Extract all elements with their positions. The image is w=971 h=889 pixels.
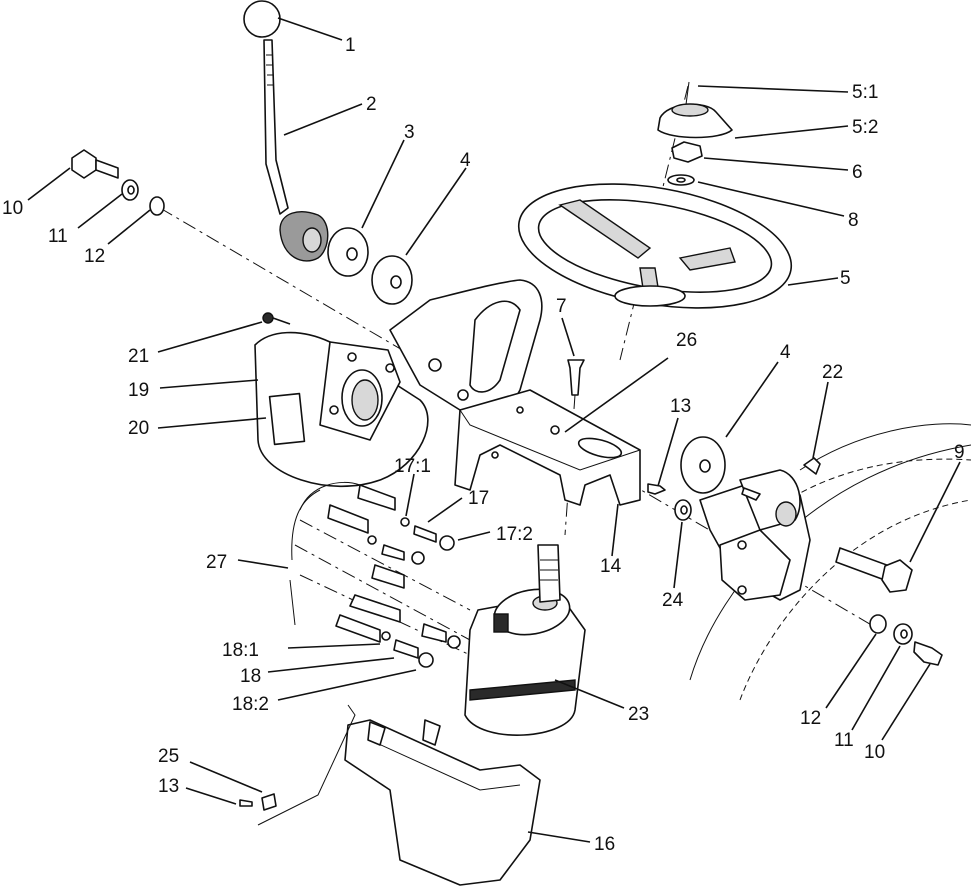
callout-13-right: 13	[670, 396, 691, 417]
fasteners-right	[869, 614, 943, 666]
callout-11-right: 11	[834, 730, 854, 751]
callout-24: 24	[662, 590, 684, 611]
callout-27: 27	[206, 552, 227, 573]
callout-16: 16	[594, 834, 615, 855]
callout-23: 23	[628, 704, 649, 725]
callout-5: 5	[840, 268, 851, 289]
callout-18-1: 18:1	[222, 640, 259, 661]
right-bracket-hardware	[674, 436, 913, 601]
callout-10-left: 10	[2, 198, 23, 219]
callout-18: 18	[240, 666, 261, 687]
callout-6: 6	[852, 162, 863, 183]
callout-18-2: 18:2	[232, 694, 269, 715]
callout-7: 7	[556, 296, 567, 317]
callout-4: 4	[460, 150, 471, 171]
leader-lines	[27, 17, 961, 843]
steering-bracket	[454, 359, 666, 506]
callout-14: 14	[600, 556, 622, 577]
callout-10-right: 10	[864, 742, 885, 763]
callout-17-2: 17:2	[496, 524, 533, 545]
callout-19: 19	[128, 380, 149, 401]
callout-12-left: 12	[84, 246, 105, 267]
callout-12-right: 12	[800, 708, 821, 729]
callout-25: 25	[158, 746, 179, 767]
callout-11-left: 11	[48, 226, 68, 247]
callout-9: 9	[954, 442, 965, 463]
callout-2: 2	[366, 94, 377, 115]
callout-13-left: 13	[158, 776, 179, 797]
callout-4-right: 4	[780, 342, 791, 363]
steering-wheel	[517, 183, 793, 309]
callout-5-2: 5:2	[852, 117, 878, 138]
fasteners-left	[71, 149, 165, 216]
callout-20: 20	[128, 418, 149, 439]
callout-5-1: 5:1	[852, 82, 878, 103]
callout-26: 26	[676, 330, 697, 351]
wheel-cap-hardware	[657, 81, 733, 186]
washers-left	[327, 227, 413, 305]
callout-3: 3	[404, 122, 415, 143]
hydraulic-hoses	[289, 481, 461, 668]
callout-17-1: 17:1	[394, 456, 431, 477]
callout-22: 22	[822, 362, 843, 383]
steering-control-unit	[464, 544, 586, 736]
callout-17: 17	[468, 488, 489, 509]
callout-21: 21	[128, 346, 149, 367]
support-plate	[254, 279, 543, 488]
callout-labels: 1 2 3 4 5:1 5:2 6 8 5 10 11 12 7 26 21 1…	[2, 35, 965, 855]
shift-lever-knob	[243, 0, 329, 262]
steering-cover	[239, 704, 541, 886]
callout-1: 1	[345, 35, 356, 56]
callout-8: 8	[848, 210, 859, 231]
